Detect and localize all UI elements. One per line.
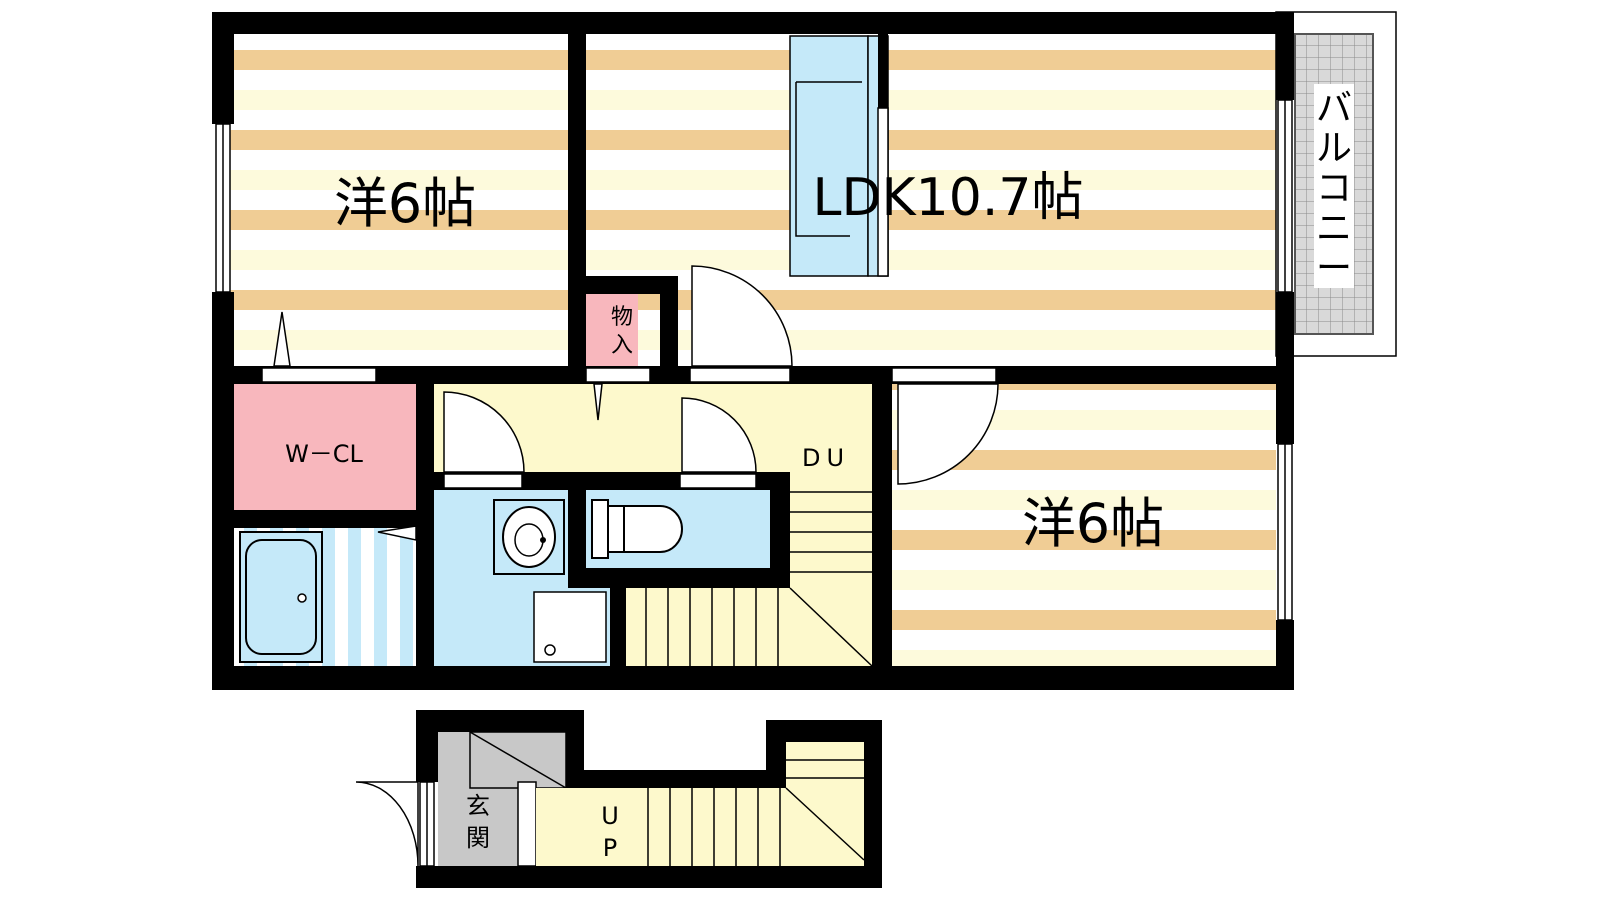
balcony-label-char: コ	[1316, 168, 1352, 209]
stairs-up-label-top: U	[601, 802, 619, 830]
balcony-label-char: ル	[1316, 128, 1352, 169]
balcony-label-char: バ	[1316, 88, 1352, 129]
bedroom-west-label: 洋6帖	[334, 172, 476, 235]
stairs-up-area	[536, 788, 864, 866]
washing-machine-pan	[533, 591, 607, 663]
balcony-label: バ ル コ ニ ー	[1314, 84, 1354, 289]
entrance-label-bottom: 関	[466, 824, 490, 852]
walls	[212, 12, 1294, 888]
balcony-label-char: ー	[1316, 248, 1352, 289]
entrance-label-top: 玄	[466, 792, 490, 820]
storage-closet	[586, 294, 638, 366]
stair-lower-area	[626, 588, 872, 666]
stairs-up	[647, 759, 865, 866]
washbasin	[493, 499, 565, 575]
ldk-label: LDK10.7帖	[813, 168, 1084, 228]
kitchen-counter	[789, 35, 889, 277]
balcony-outline	[1275, 11, 1397, 357]
closet-markers	[273, 311, 603, 541]
entrance-step	[517, 781, 537, 867]
bedroom-west	[230, 34, 568, 366]
walk-in-closet	[234, 384, 416, 510]
bathtub	[239, 531, 323, 663]
walk-in-closet-label: W－CL	[285, 440, 363, 468]
door-openings	[261, 107, 997, 489]
storage-label-bottom: 入	[611, 333, 633, 358]
toilet	[591, 499, 683, 559]
stairs-up-upper	[786, 742, 864, 788]
door-swings	[355, 265, 999, 867]
stairs-down	[645, 491, 873, 667]
stairs-up-label-bottom: P	[603, 834, 617, 862]
balcony-label-char: ニ	[1316, 208, 1352, 249]
bedroom-east-label: 洋6帖	[1022, 492, 1164, 555]
storage-label-top: 物	[611, 305, 633, 330]
windows	[215, 99, 1293, 867]
stairs-down-label: DU	[802, 444, 850, 472]
